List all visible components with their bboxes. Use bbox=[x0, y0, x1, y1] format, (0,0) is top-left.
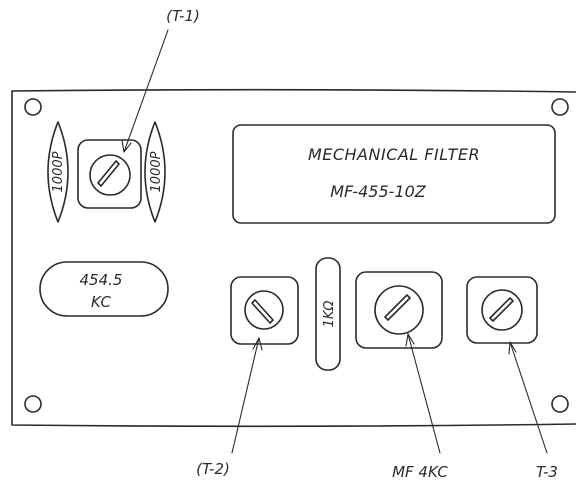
filter-title: MECHANICAL FILTER bbox=[308, 145, 480, 164]
label-t1: (T-1) bbox=[166, 7, 200, 25]
circuit-board bbox=[11, 88, 576, 428]
label-t2: (T-2) bbox=[196, 460, 230, 478]
filter-model: MF-455-10Z bbox=[330, 182, 427, 201]
trimmer-mf4kc bbox=[355, 271, 443, 349]
mounting-hole-bottom-right bbox=[551, 395, 569, 413]
capacitor-right-label: 1000P bbox=[149, 151, 164, 192]
resistor-label: 1KΩ bbox=[322, 301, 337, 328]
trimmer-t3 bbox=[466, 276, 538, 344]
crystal: 454.5 KC bbox=[39, 261, 169, 317]
mounting-hole-top-right bbox=[551, 98, 569, 116]
capacitor-right: 1000P bbox=[144, 121, 166, 223]
mechanical-filter: MECHANICAL FILTER MF-455-10Z bbox=[232, 124, 556, 224]
label-t3: T-3 bbox=[536, 463, 558, 481]
trimmer-t2 bbox=[230, 276, 299, 345]
crystal-unit: KC bbox=[91, 293, 111, 311]
leader-lines bbox=[121, 29, 548, 454]
label-mf4kc: MF 4KC bbox=[392, 463, 448, 481]
trimmer-t1 bbox=[77, 139, 142, 209]
crystal-frequency: 454.5 bbox=[80, 271, 123, 289]
capacitor-left: 1000P bbox=[47, 121, 69, 223]
mounting-hole-bottom-left bbox=[24, 395, 42, 413]
capacitor-left-label: 1000P bbox=[51, 151, 66, 192]
mounting-hole-top-left bbox=[24, 98, 42, 116]
resistor: 1KΩ bbox=[315, 257, 341, 371]
mounting-holes bbox=[24, 98, 569, 413]
